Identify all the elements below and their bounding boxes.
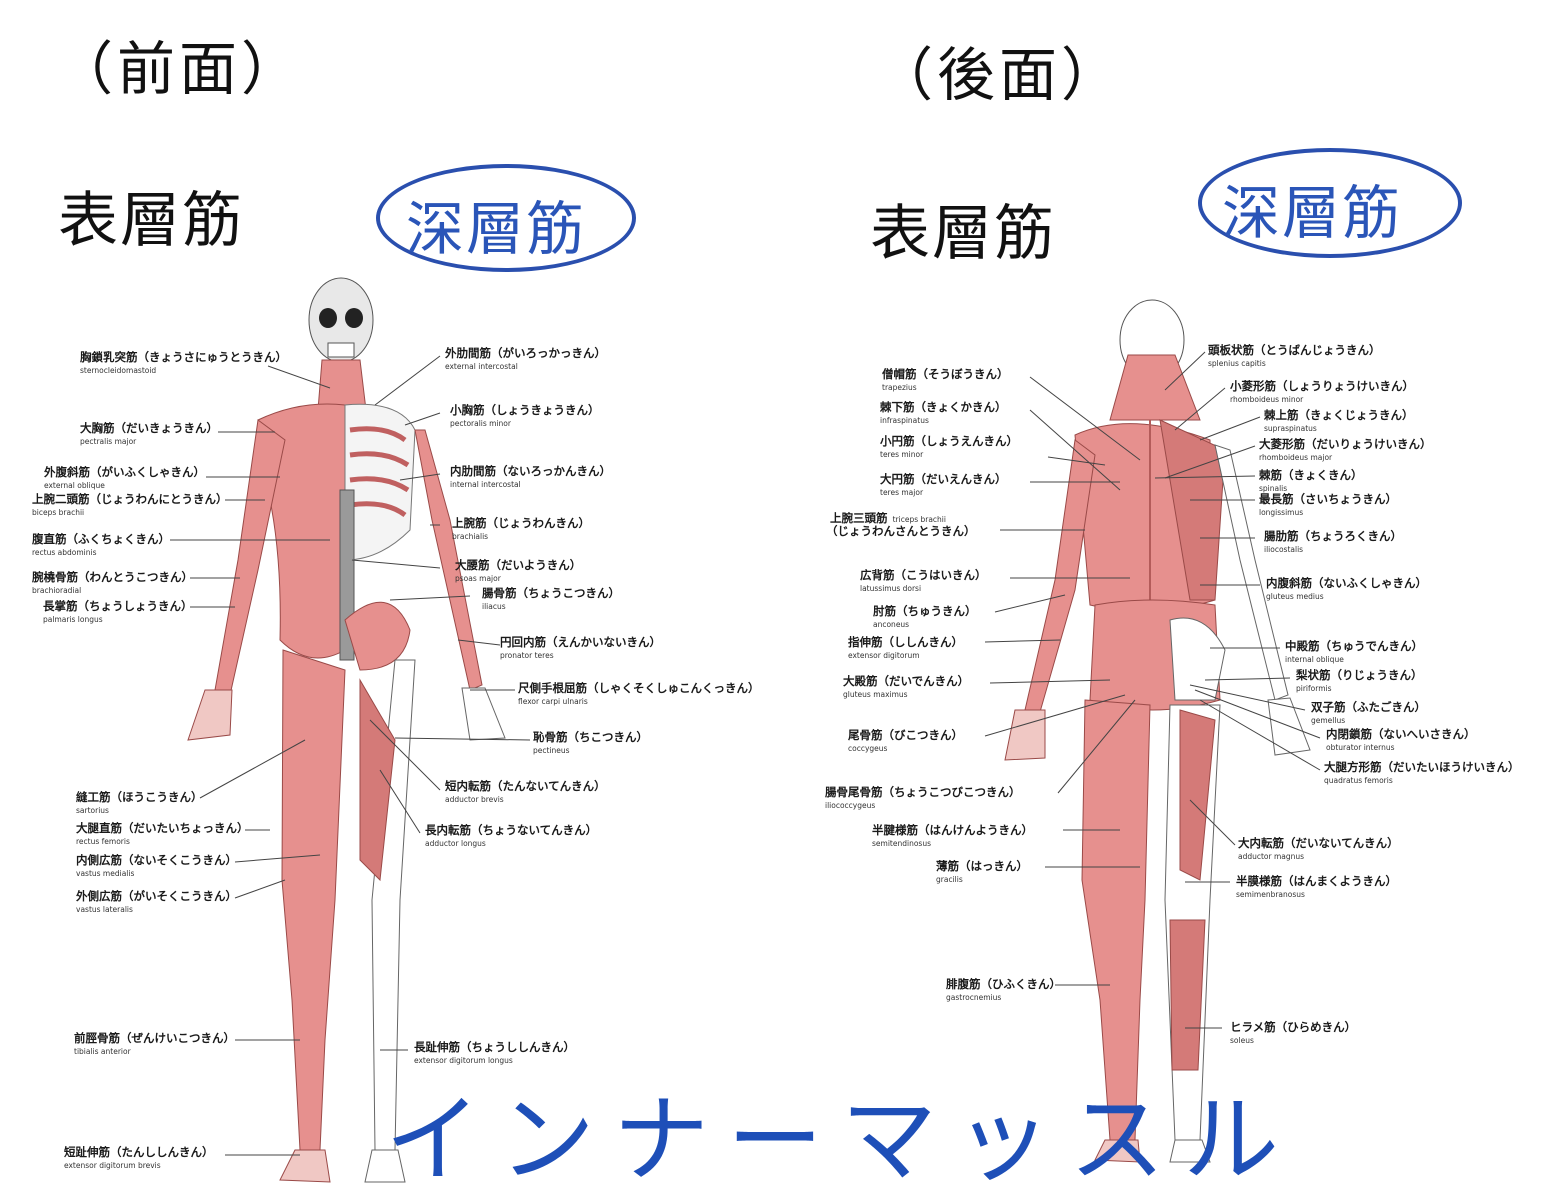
- label-triceps-brachii-reading: （じょうわんさんとうきん）: [826, 524, 976, 538]
- label-external-oblique: 外腹斜筋（がいふくしゃきん）external oblique: [44, 465, 205, 490]
- front-left-arm: [214, 419, 286, 696]
- label-rhomboideus-major: 大菱形筋（だいりょうけいきん）rhomboideus major: [1259, 437, 1432, 462]
- label-pectoralis-minor: 小胸筋（しょうきょうきん）pectoralis minor: [450, 403, 600, 428]
- label-obturator-internus: 内閉鎖筋（ないへいさきん）obturator internus: [1326, 727, 1476, 752]
- label-gastrocnemius: 腓腹筋（ひふくきん）gastrocnemius: [946, 977, 1061, 1002]
- front-leader-lines: [170, 355, 531, 1156]
- label-sartorius: 縫工筋（ほうこうきん）sartorius: [76, 790, 203, 815]
- label-spinalis: 棘筋（きょくきん）spinalis: [1259, 468, 1363, 493]
- back-deep-label: 深層筋: [1222, 179, 1403, 247]
- front-left-leg: [281, 649, 346, 1151]
- label-supraspinatus: 棘上筋（きょくじょうきん）supraspinatus: [1264, 408, 1414, 433]
- label-adductor-magnus: 大内転筋（だいないてんきん）adductor magnus: [1238, 836, 1399, 861]
- label-rhomboideus-minor: 小菱形筋（しょうりょうけいきん）rhomboideus minor: [1230, 379, 1414, 404]
- label-piriformis: 梨状筋（りじょうきん）piriformis: [1296, 668, 1423, 693]
- label-vastus-medialis: 内側広筋（ないそくこうきん）vastus medialis: [76, 853, 237, 878]
- back-leader-lines: [984, 351, 1321, 1029]
- back-heading: （後面）: [875, 41, 1124, 109]
- label-infraspinatus: 棘下筋（きょくかきん）infraspinatus: [880, 400, 1007, 425]
- label-iliacus: 腸骨筋（ちょうこつきん）iliacus: [482, 586, 620, 611]
- label-vastus-lateralis: 外側広筋（がいそくこうきん）vastus lateralis: [76, 889, 237, 914]
- front-neck-muscle: [317, 359, 367, 411]
- label-gluteus-medius-internal-oblique: 中殿筋（ちゅうでんきん）internal oblique: [1285, 639, 1423, 664]
- label-palmaris-longus: 長掌筋（ちょうしょうきん）palmaris longus: [43, 599, 193, 624]
- label-gracilis: 薄筋（はっきん）gracilis: [936, 859, 1028, 884]
- front-right-arm: [414, 429, 483, 691]
- label-sternocleidomastoid: 胸鎖乳突筋（きょうさにゅうとうきん）sternocleidomastoid: [80, 350, 287, 375]
- label-brachialis: 上腕筋（じょうわんきん）brachialis: [452, 516, 590, 541]
- label-trapezius: 僧帽筋（そうぼうきん）trapezius: [882, 367, 1009, 392]
- label-flexor-carpi-ulnaris: 尺側手根屈筋（しゃくそくしゅこんくっきん）flexor carpi ulnari…: [518, 681, 760, 706]
- front-superficial-label: 表層筋: [58, 186, 244, 256]
- back-left-arm: [1024, 439, 1096, 713]
- front-deep-label: 深層筋: [406, 195, 587, 263]
- label-psoas-major: 大腰筋（だいようきん）psoas major: [455, 558, 582, 583]
- label-external-intercostal: 外肋間筋（がいろっかっきん）external intercostal: [445, 346, 606, 371]
- label-internal-oblique-gluteus-medius: 内腹斜筋（ないふくしゃきん）gluteus medius: [1266, 576, 1427, 601]
- label-gluteus-maximus: 大殿筋（だいでんきん）gluteus maximus: [843, 674, 970, 699]
- label-quadratus-femoris: 大腿方形筋（だいたいほうけいきん）quadratus femoris: [1324, 760, 1520, 785]
- front-deep-badge: 深層筋: [376, 164, 636, 272]
- label-latissimus-dorsi: 広背筋（こうはいきん）latussimus dorsi: [860, 568, 987, 593]
- label-anconeus: 肘筋（ちゅうきん）anconeus: [873, 604, 977, 629]
- back-figure: [1004, 299, 1311, 1163]
- back-deep-badge: 深層筋: [1198, 148, 1462, 258]
- label-longissimus: 最長筋（さいちょうきん）longissimus: [1259, 492, 1397, 517]
- label-adductor-longus: 長内転筋（ちょうないてんきん）adductor longus: [425, 823, 598, 848]
- label-extensor-digitorum: 指伸筋（ししんきん）extensor digitorum: [848, 635, 963, 660]
- front-figure: [187, 277, 506, 1183]
- label-pronator-teres: 円回内筋（えんかいないきん）pronator teres: [500, 635, 661, 660]
- label-iliocostalis: 腸肋筋（ちょうろくきん）iliocostalis: [1264, 529, 1402, 554]
- label-adductor-brevis: 短内転筋（たんないてんきん）adductor brevis: [445, 779, 606, 804]
- label-internal-intercostal: 内肋間筋（ないろっかんきん）internal intercostal: [450, 464, 611, 489]
- label-semitendinosus: 半腱様筋（はんけんようきん）semitendinosus: [872, 823, 1033, 848]
- label-brachioradial: 腕橈骨筋（わんとうこつきん）brachioradial: [32, 570, 193, 595]
- inner-muscle-title: インナーマッスル: [385, 1084, 1297, 1196]
- label-pectineus: 恥骨筋（ちこつきん）pectineus: [533, 730, 648, 755]
- label-rectus-femoris: 大腿直筋（だいたいちょっきん）rectus femoris: [76, 821, 249, 846]
- back-superficial-label: 表層筋: [870, 199, 1056, 269]
- label-gemellus: 双子筋（ふたごきん）gemellus: [1311, 700, 1426, 725]
- label-soleus: ヒラメ筋（ひらめきん）soleus: [1230, 1020, 1357, 1045]
- label-extensor-digitorum-longus: 長趾伸筋（ちょうししんきん）extensor digitorum longus: [414, 1040, 575, 1065]
- front-heading: （前面）: [55, 35, 304, 103]
- label-triceps-brachii: 上腕三頭筋 triceps brachii: [830, 511, 946, 525]
- label-iliococcygeus: 腸骨尾骨筋（ちょうこつびこつきん）iliococcygeus: [825, 785, 1021, 810]
- label-rectus-abdominis: 腹直筋（ふくちょくきん）rectus abdominis: [32, 532, 170, 557]
- label-semimembranosus: 半膜様筋（はんまくようきん）semimenbranosus: [1236, 874, 1397, 899]
- label-tibialis-anterior: 前脛骨筋（ぜんけいこつきん）tibialis anterior: [74, 1031, 235, 1056]
- back-right-arm: [1214, 444, 1289, 701]
- label-biceps-brachii: 上腕二頭筋（じょうわんにとうきん）biceps brachii: [32, 492, 228, 517]
- label-teres-major: 大円筋（だいえんきん）teres major: [880, 472, 1007, 497]
- label-extensor-digitorum-brevis: 短趾伸筋（たんししんきん）extensor digitorum brevis: [64, 1145, 214, 1170]
- label-pectoralis-major: 大胸筋（だいきょうきん）pectralis major: [80, 421, 218, 446]
- label-coccygeus: 尾骨筋（びこつきん）coccygeus: [848, 728, 963, 753]
- label-splenius-capitis: 頭板状筋（とうばんじょうきん）splenius capitis: [1208, 343, 1381, 368]
- label-teres-minor: 小円筋（しょうえんきん）teres minor: [880, 434, 1018, 459]
